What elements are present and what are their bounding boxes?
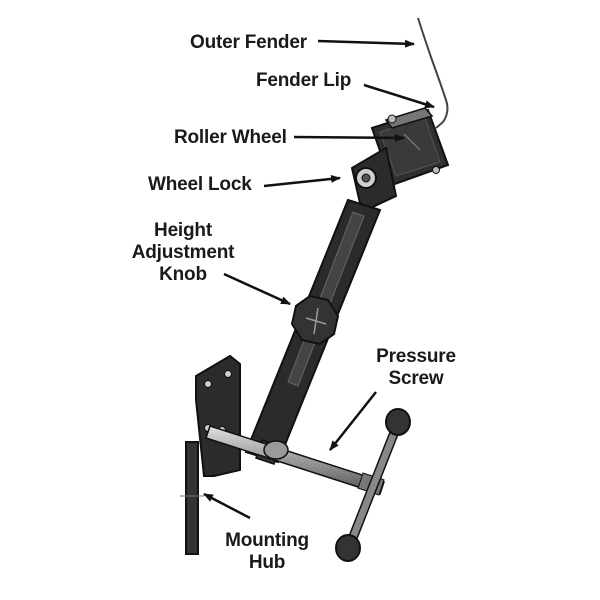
label-pressure-line-1: Pressure bbox=[376, 346, 456, 367]
label-height-adjustment-knob: Height Adjustment Knob bbox=[118, 220, 248, 286]
arrow-roller-wheel bbox=[293, 133, 405, 142]
arrow-pressure-screw bbox=[329, 391, 377, 451]
label-mounting-line-2: Hub bbox=[248, 552, 286, 573]
label-fender-lip: Fender Lip bbox=[256, 70, 352, 91]
label-height-line-3: Knob bbox=[159, 264, 207, 285]
t-handle bbox=[335, 408, 411, 562]
height-adjustment-knob-shape bbox=[290, 294, 340, 346]
mounting-hub-plate bbox=[180, 354, 241, 555]
arrow-outer-fender bbox=[317, 39, 415, 48]
wheel-lock-bracket bbox=[350, 146, 398, 214]
label-roller-wheel: Roller Wheel bbox=[174, 127, 287, 148]
label-mounting-line-1: Mounting bbox=[225, 530, 309, 551]
label-wheel-lock: Wheel Lock bbox=[148, 174, 252, 195]
label-height-line-1: Height bbox=[154, 220, 212, 241]
arrow-fender-lip bbox=[363, 83, 435, 109]
label-pressure-screw: Pressure Screw bbox=[366, 346, 466, 390]
outer-fender-shape bbox=[417, 17, 449, 123]
label-mounting-hub: Mounting Hub bbox=[212, 530, 322, 574]
arrow-wheel-lock bbox=[263, 174, 341, 188]
roller-wheel-assembly bbox=[370, 107, 450, 187]
fender-lip-shape bbox=[435, 121, 444, 129]
arrow-height-knob bbox=[223, 272, 291, 306]
arrow-mounting-hub bbox=[203, 492, 251, 520]
label-height-line-2: Adjustment bbox=[131, 242, 235, 263]
label-pressure-line-2: Screw bbox=[388, 368, 444, 389]
label-outer-fender: Outer Fender bbox=[190, 32, 307, 53]
